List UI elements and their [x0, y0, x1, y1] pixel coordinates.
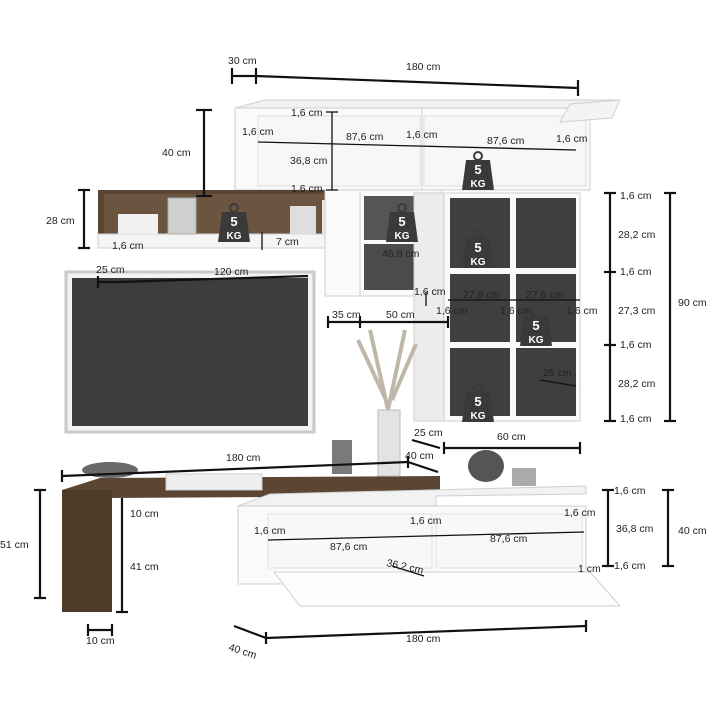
weight-badge-icon: 5 KG — [386, 203, 418, 242]
label-upper-inner-height: 36,8 cm — [290, 155, 328, 167]
svg-text:5: 5 — [532, 318, 539, 333]
label-bracket-offset: 35 cm — [332, 309, 361, 321]
label-low-inner-height: 36,8 cm — [616, 523, 654, 535]
weight-badge-icon: 5 KG — [218, 203, 250, 242]
dimension-lines — [34, 68, 676, 644]
svg-text:5: 5 — [474, 240, 481, 255]
svg-text:KG: KG — [471, 411, 486, 422]
svg-text:5: 5 — [230, 214, 237, 229]
label-low-left-panel: 1,6 cm — [254, 525, 286, 537]
label-bracket-span: 50 cm — [386, 309, 415, 321]
label-upper-bottom-panel: 1,6 cm — [291, 183, 323, 195]
label-upper-mid-panel: 1,6 cm — [406, 129, 438, 141]
label-shelf-panel: 1,6 cm — [112, 240, 144, 252]
label-low-height: 40 cm — [678, 525, 707, 537]
tv-screen — [64, 270, 316, 434]
label-low-left-width: 87,6 cm — [330, 541, 368, 553]
label-grid-inner-depth: 25 cm — [543, 367, 572, 379]
svg-text:KG: KG — [395, 231, 410, 242]
label-bench-total-height: 51 cm — [0, 539, 29, 551]
label-low-mid-panel: 1,6 cm — [410, 515, 442, 527]
label-low-right-panel: 1,6 cm — [564, 507, 596, 519]
label-grid-depth: 25 cm — [414, 427, 443, 439]
dimension-labels: 30 cm 180 cm 40 cm 1,6 cm 1,6 cm 87,6 cm… — [0, 55, 707, 662]
label-low-top-panel: 1,6 cm — [614, 485, 646, 497]
label-grid-panel-b: 1,6 cm — [436, 305, 468, 317]
label-low-width: 180 cm — [406, 633, 441, 645]
label-grid-panel-3: 1,6 cm — [620, 339, 652, 351]
label-shelf-lip: 7 cm — [276, 236, 299, 248]
low-tv-cabinet — [237, 485, 622, 607]
weight-badge-icon: 5 KG — [462, 383, 494, 422]
label-grid-width: 60 cm — [497, 431, 526, 443]
label-grid-panel-top: 1,6 cm — [620, 190, 652, 202]
label-grid-panel-c: 1,6 cm — [500, 305, 532, 317]
label-grid-row1: 28,2 cm — [618, 229, 656, 241]
label-grid-row2: 27,3 cm — [618, 305, 656, 317]
svg-text:5: 5 — [398, 214, 405, 229]
svg-text:5: 5 — [474, 394, 481, 409]
svg-text:KG: KG — [227, 231, 242, 242]
label-low-depth: 40 cm — [227, 641, 258, 661]
label-upper-right-width: 87,6 cm — [487, 135, 525, 147]
label-low-right-width: 87,6 cm — [490, 533, 528, 545]
label-grid-panel-bottom: 1,6 cm — [620, 413, 652, 425]
label-grid-panel-d: 1,6 cm — [566, 305, 598, 317]
weight-badges: 5 KG 5 KG 5 KG 5 KG 5 KG — [218, 151, 552, 422]
weight-badge-icon: 5 KG — [462, 151, 494, 190]
label-shelf-height: 28 cm — [46, 215, 75, 227]
label-small-cab-width: 46,8 cm — [382, 248, 420, 260]
label-tv-panel-width: 120 cm — [214, 266, 249, 278]
label-bench-depth: 40 cm — [405, 450, 434, 462]
label-grid-col-right: 27,6 cm — [526, 289, 564, 301]
svg-text:KG: KG — [471, 179, 486, 190]
weight-badge-icon: 5 KG — [520, 307, 552, 346]
label-bench-width: 180 cm — [226, 452, 261, 464]
label-bench-top: 10 cm — [130, 508, 159, 520]
label-bench-leg-height: 41 cm — [130, 561, 159, 573]
label-low-door-gap: 1 cm — [578, 563, 601, 575]
label-upper-right-panel: 1,6 cm — [556, 133, 588, 145]
label-grid-col-left: 27,6 cm — [463, 289, 501, 301]
weight-badge-icon: 5 KG — [462, 229, 494, 268]
label-grid-panel-a: 1,6 cm — [414, 286, 446, 298]
label-upper-cab-height: 40 cm — [162, 147, 191, 159]
label-low-bottom-panel: 1,6 cm — [614, 560, 646, 572]
wall-shelf — [97, 190, 350, 249]
label-upper-left-panel: 1,6 cm — [242, 126, 274, 138]
wood-bench — [62, 462, 440, 612]
label-tv-panel-depth: 25 cm — [96, 264, 125, 276]
label-top-depth: 30 cm — [228, 55, 257, 67]
svg-text:KG: KG — [529, 335, 544, 346]
label-upper-top-panel: 1,6 cm — [291, 107, 323, 119]
label-grid-total-height: 90 cm — [678, 297, 707, 309]
label-top-width: 180 cm — [406, 61, 441, 73]
grid-bookcase — [413, 192, 581, 422]
label-grid-panel-2: 1,6 cm — [620, 266, 652, 278]
svg-text:KG: KG — [471, 257, 486, 268]
svg-text:5: 5 — [474, 162, 481, 177]
label-upper-left-width: 87,6 cm — [346, 131, 384, 143]
label-bench-leg-width: 10 cm — [86, 635, 115, 647]
label-grid-row3: 28,2 cm — [618, 378, 656, 390]
